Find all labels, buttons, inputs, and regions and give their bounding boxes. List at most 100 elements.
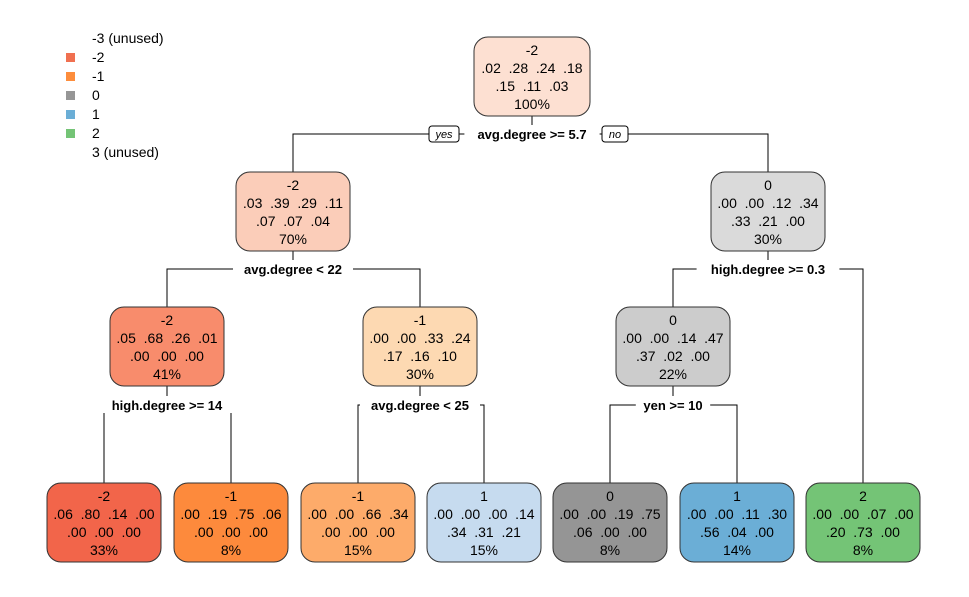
legend-swatch [66,91,75,100]
legend-label: -1 [92,68,105,84]
node-probs-row1: .00 .00 .07 .00 [812,506,913,522]
split-label: high.degree >= 0.3 [711,262,825,277]
node-percent: 8% [221,542,241,558]
legend-label: 0 [92,87,100,103]
legend-item: 2 [66,124,164,143]
node-probs-row1: .00 .00 .19 .75 [559,506,660,522]
node-class: -2 [98,488,111,504]
tree-node [109,306,225,387]
node-probs-row2: .34 .31 .21 [447,524,521,540]
tree-node [46,482,162,563]
node-probs-row2: .07 .07 .04 [256,213,330,229]
tree-node [426,482,542,563]
legend: -3 (unused) -2 -1 0 1 2 3 (unused) [66,29,164,162]
node-class: -1 [414,312,427,328]
node-probs-row2: .37 .02 .00 [636,348,710,364]
node-class: -2 [287,177,300,193]
node-probs-row1: .00 .00 .11 .30 [687,506,787,522]
legend-item: 1 [66,105,164,124]
node-probs-row1: .00 .19 .75 .06 [180,506,281,522]
tree-node [679,482,795,563]
split-label-bg [696,260,840,277]
node-percent: 100% [514,96,550,112]
node-probs-row2: .06 .00 .00 [573,524,647,540]
tree-node [473,36,591,117]
tree-node [805,482,921,563]
tree-node [300,482,416,563]
node-percent: 30% [406,366,434,382]
node-probs-row2: .00 .00 .00 [194,524,268,540]
node-probs-row2: .56 .04 .00 [700,524,774,540]
legend-item: -3 (unused) [66,29,164,48]
node-probs-row1: .00 .00 .33 .24 [369,330,470,346]
split-label: avg.degree < 25 [371,398,469,413]
tree-node [710,171,826,252]
node-probs-row2: .00 .00 .00 [321,524,395,540]
node-percent: 15% [344,542,372,558]
legend-swatch [66,72,75,81]
node-percent: 70% [279,231,307,247]
connector-line [357,404,485,483]
legend-item: 0 [66,86,164,105]
no-tag [601,125,629,143]
legend-label: 1 [92,106,100,122]
tree-node [615,306,731,387]
connector-line [609,404,738,483]
node-percent: 8% [600,542,620,558]
split-label-bg [99,396,235,413]
node-percent: 41% [153,366,181,382]
legend-item: -2 [66,48,164,67]
tree-node [362,306,478,387]
legend-swatch [66,53,75,62]
node-class: 2 [859,488,867,504]
legend-label: 3 (unused) [92,144,159,160]
node-probs-row2: .33 .21 .00 [731,213,805,229]
node-probs-row2: .00 .00 .00 [67,524,141,540]
node-percent: 30% [754,231,782,247]
node-percent: 8% [853,542,873,558]
split-label: yen >= 10 [643,398,702,413]
split-label-bg [233,260,353,277]
node-probs-row2: .00 .00 .00 [130,348,204,364]
tree-node [235,171,351,252]
node-class: 0 [764,177,772,193]
node-class: -1 [225,488,238,504]
node-probs-row1: .03 .39 .29 .11 [243,195,343,211]
split-label: high.degree >= 14 [112,398,223,413]
legend-swatch [66,129,75,138]
node-class: -2 [161,312,174,328]
yes-tag [428,125,460,143]
node-probs-row1: .06 .80 .14 .00 [53,506,154,522]
node-probs-row2: .17 .16 .10 [383,348,457,364]
yes-label: yes [434,129,453,141]
node-class: -2 [526,42,539,58]
node-class: -1 [352,488,365,504]
node-probs-row1: .00 .00 .12 .34 [717,195,818,211]
legend-label: -2 [92,49,105,65]
legend-label: 2 [92,125,100,141]
split-label-bg [464,125,600,142]
node-probs-row1: .00 .00 .00 .14 [433,506,534,522]
node-percent: 14% [723,542,751,558]
legend-swatch [66,110,75,119]
node-class: 1 [733,488,741,504]
legend-item: 3 (unused) [66,143,164,162]
node-percent: 15% [470,542,498,558]
node-class: 1 [480,488,488,504]
split-label-bg [635,396,711,413]
node-class: 0 [606,488,614,504]
node-probs-row2: .20 .73 .00 [826,524,900,540]
node-probs-row1: .05 .68 .26 .01 [116,330,217,346]
split-label: avg.degree >= 5.7 [477,127,586,142]
node-probs-row1: .02 .28 .24 .18 [481,60,582,76]
node-probs-row1: .00 .00 .14 .47 [622,330,723,346]
tree-node [173,482,289,563]
tree-node [552,482,668,563]
legend-item: -1 [66,67,164,86]
no-label: no [609,129,621,141]
node-probs-row1: .00 .00 .66 .34 [307,506,408,522]
node-probs-row2: .15 .11 .03 [496,78,569,94]
legend-label: -3 (unused) [92,30,164,46]
split-label-bg [360,396,480,413]
